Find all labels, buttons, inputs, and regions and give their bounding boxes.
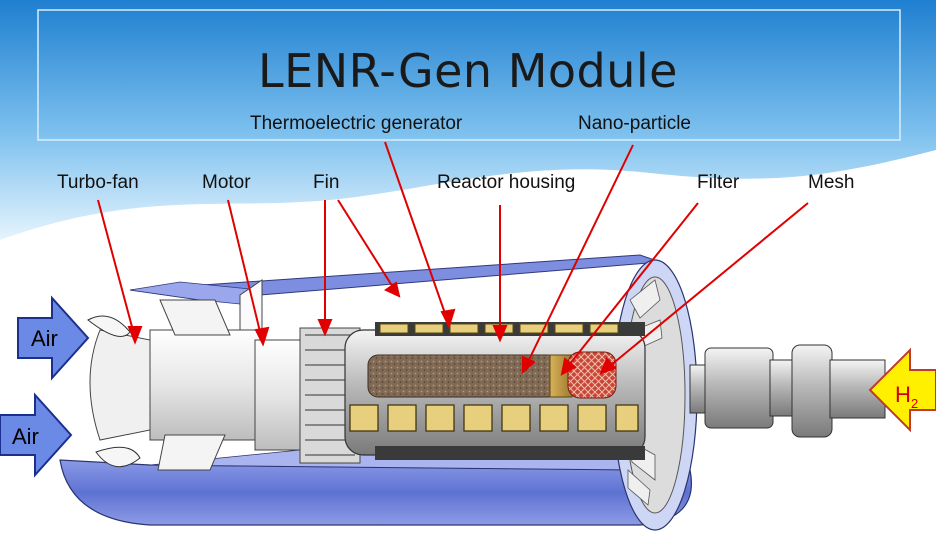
arrowhead-fin-1 bbox=[317, 319, 333, 337]
h2-fitting bbox=[689, 344, 886, 438]
mesh-element bbox=[567, 351, 617, 399]
leader-mesh bbox=[604, 202, 809, 371]
leader-nano-particle bbox=[524, 144, 634, 369]
arrowhead-reactor-housing bbox=[492, 325, 508, 343]
label-thermoelectric-generator: Thermoelectric generator bbox=[250, 113, 463, 134]
arrowhead-fin-2 bbox=[384, 281, 401, 298]
thermoelectric-modules-bottom bbox=[349, 404, 639, 432]
title-frame bbox=[37, 9, 901, 141]
label-turbo-fan: Turbo-fan bbox=[57, 172, 139, 193]
label-filter: Filter bbox=[697, 172, 740, 193]
arrowhead-filter bbox=[560, 357, 577, 376]
air-inlet-arrow-bottom: Air bbox=[0, 392, 73, 478]
label-motor: Motor bbox=[202, 172, 251, 193]
label-mesh: Mesh bbox=[808, 172, 855, 193]
leader-filter bbox=[564, 202, 699, 371]
air-label-bottom: Air bbox=[12, 424, 39, 449]
air-label-top: Air bbox=[31, 326, 58, 351]
h2-label: H bbox=[895, 382, 911, 407]
label-fin: Fin bbox=[313, 172, 340, 193]
arrowhead-turbo-fan bbox=[127, 326, 143, 345]
turbo-fan bbox=[87, 279, 263, 471]
leader-fin-2 bbox=[337, 199, 397, 293]
page-title: LENR-Gen Module bbox=[258, 44, 678, 98]
h2-inlet-arrow: H 2 bbox=[868, 347, 936, 433]
title-banner bbox=[0, 0, 936, 240]
leader-thermoelectric bbox=[384, 141, 449, 323]
h2-subscript: 2 bbox=[911, 396, 918, 411]
leader-motor bbox=[227, 199, 263, 341]
arrowhead-mesh bbox=[599, 357, 617, 375]
label-nano-particle: Nano-particle bbox=[578, 113, 691, 134]
arrowhead-motor bbox=[254, 326, 270, 347]
motor-body bbox=[254, 339, 306, 451]
arrowhead-nano-particle bbox=[522, 355, 536, 375]
leader-lines bbox=[97, 141, 809, 376]
leader-turbo-fan bbox=[97, 199, 136, 339]
arrowhead-thermoelectric bbox=[440, 308, 456, 329]
label-reactor-housing: Reactor housing bbox=[437, 172, 576, 193]
air-inlet-arrow-top: Air bbox=[17, 295, 90, 381]
